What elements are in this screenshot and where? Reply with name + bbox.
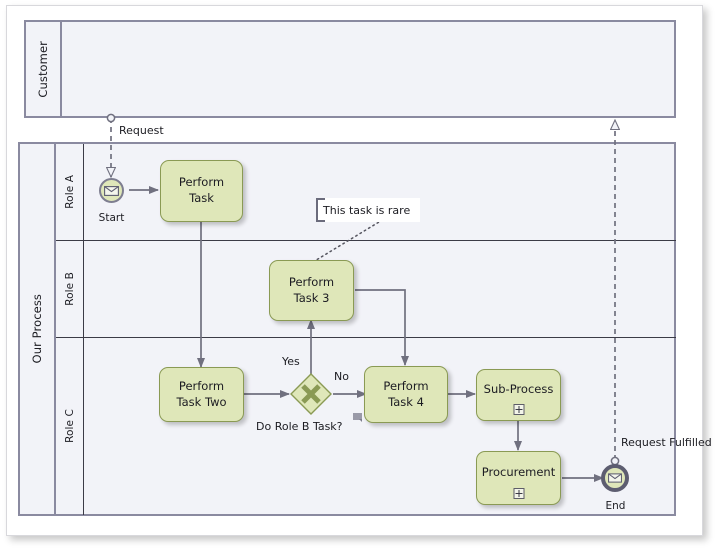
pool-customer-header: Customer bbox=[26, 22, 62, 116]
flow-label-no: No bbox=[334, 370, 349, 383]
task-perform-task-3[interactable]: Perform Task 3 bbox=[269, 260, 354, 321]
task-procurement[interactable]: Procurement bbox=[476, 451, 561, 505]
task-perform-task-4[interactable]: Perform Task 4 bbox=[364, 366, 448, 423]
event-start-message[interactable] bbox=[99, 178, 124, 203]
task-perform-task[interactable]: Perform Task bbox=[160, 160, 243, 222]
message-flow-request-fulfilled-label: Request Fulfilled bbox=[621, 436, 712, 449]
task-perform-task-4-line1: Perform bbox=[383, 378, 429, 393]
message-flow-request-origin bbox=[106, 113, 116, 123]
lane-divider-a-b bbox=[56, 240, 676, 241]
task-perform-task-3-line2: Task 3 bbox=[293, 290, 330, 305]
pool-our-process-header: Our Process bbox=[20, 144, 56, 514]
gateway-do-role-b-task[interactable] bbox=[289, 372, 333, 416]
task-perform-task-line2: Task bbox=[189, 191, 214, 205]
collapsed-subprocess-plus-icon[interactable] bbox=[513, 404, 524, 415]
lane-role-a[interactable]: Role A bbox=[56, 144, 676, 240]
lane-role-c[interactable]: Role C bbox=[56, 337, 676, 515]
lane-role-b[interactable]: Role B bbox=[56, 240, 676, 337]
envelope-icon bbox=[608, 473, 622, 483]
task-perform-task-two[interactable]: Perform Task Two bbox=[159, 367, 244, 422]
task-sub-process[interactable]: Sub-Process bbox=[476, 369, 561, 421]
annotation-rare-note-text: This task is rare bbox=[323, 203, 411, 217]
task-perform-task-line1: Perform bbox=[178, 175, 225, 190]
event-end-label: End bbox=[605, 500, 626, 512]
flow-task-3-to-task-4 bbox=[355, 289, 409, 366]
task-perform-task-3-line1: Perform bbox=[288, 274, 335, 289]
lane-role-b-header: Role B bbox=[56, 240, 84, 337]
flow-label-yes: Yes bbox=[282, 355, 300, 368]
exclusive-gateway-x-icon bbox=[301, 384, 321, 404]
task-perform-task-4-line2: Task 4 bbox=[388, 394, 424, 409]
lane-divider-b-c bbox=[56, 337, 676, 338]
task-perform-task-two-line1: Perform bbox=[178, 378, 225, 393]
message-flow-request-label: Request bbox=[119, 124, 164, 137]
event-start-label: Start bbox=[98, 212, 125, 224]
task-procurement-label: Procurement bbox=[481, 464, 556, 479]
event-end-message[interactable] bbox=[601, 464, 629, 492]
annotation-rare-note[interactable]: This task is rare bbox=[316, 198, 420, 222]
pool-customer[interactable]: Customer bbox=[24, 20, 676, 118]
task-sub-process-label: Sub-Process bbox=[483, 381, 554, 396]
gateway-do-role-b-task-label: Do Role B Task? bbox=[256, 420, 343, 433]
association-task3-to-annotation bbox=[312, 221, 380, 263]
task-perform-task-two-line2: Task Two bbox=[176, 394, 227, 409]
lane-role-c-header: Role C bbox=[56, 337, 84, 515]
envelope-icon bbox=[104, 185, 119, 196]
lane-role-a-header: Role A bbox=[56, 144, 84, 240]
task-perform-task-4-marker bbox=[353, 413, 362, 422]
collapsed-subprocess-plus-icon[interactable] bbox=[513, 488, 524, 499]
